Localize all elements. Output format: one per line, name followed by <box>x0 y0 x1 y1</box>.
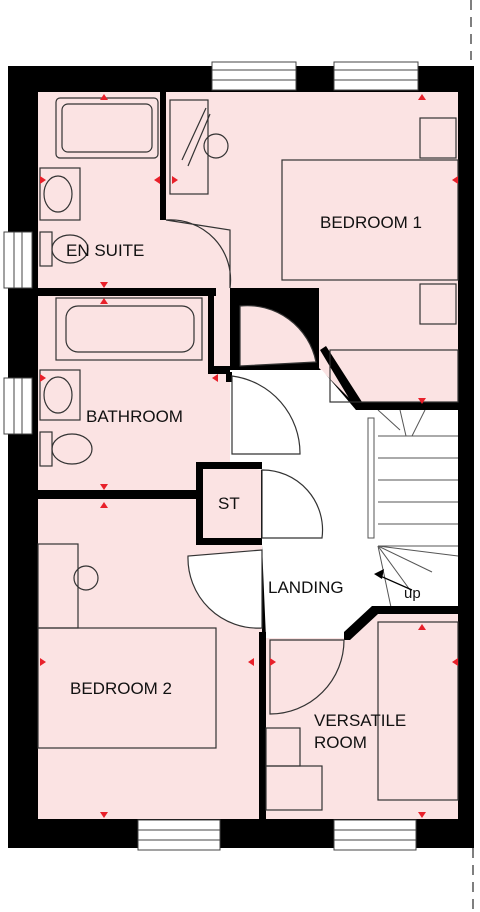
door-ensuite <box>165 219 232 289</box>
door-bedroom2 <box>187 549 263 629</box>
door-bedroom1 <box>239 305 317 367</box>
door-versatile <box>269 639 345 715</box>
label-bedroom1: BEDROOM 1 <box>320 213 422 232</box>
bathroom-bath <box>55 297 203 361</box>
versatile-bed <box>377 621 459 801</box>
label-bedroom2: BEDROOM 2 <box>70 679 172 698</box>
staircase: up <box>367 409 459 613</box>
window-bedroom1-left <box>211 61 297 91</box>
staircase-area <box>370 410 458 612</box>
fixtures <box>37 97 459 811</box>
window-ensuite <box>3 231 33 289</box>
label-versatile-line1: VERSATILE <box>314 711 406 730</box>
label-store: ST <box>218 494 240 513</box>
ensuite-basin <box>39 167 81 221</box>
bedroom1-bed <box>281 159 459 281</box>
stair-up-arrow <box>377 574 413 591</box>
ensuite-fill <box>38 92 166 288</box>
label-ensuite: EN SUITE <box>66 241 144 260</box>
store-fill <box>203 468 261 538</box>
window-bathroom <box>3 377 33 435</box>
ensuite-fill-2 <box>160 190 230 288</box>
bedroom2-bed <box>37 627 217 749</box>
bedroom1-desk <box>169 99 209 195</box>
dimension-markers <box>40 94 458 818</box>
internal-walls <box>38 92 458 819</box>
room-labels: BEDROOM 1 EN SUITE BATHROOM ST LANDING B… <box>66 213 422 752</box>
door-bathroom <box>231 375 301 455</box>
bedroom1-fill <box>166 92 458 405</box>
stair-arrow-head <box>374 569 384 579</box>
window-bedroom2 <box>137 819 221 851</box>
window-bedroom1-right <box>333 61 419 91</box>
stair-direction-label: up <box>404 585 421 602</box>
label-versatile-line2: ROOM <box>314 733 367 752</box>
door-store <box>261 469 324 539</box>
windows <box>3 61 419 851</box>
label-bathroom: BATHROOM <box>86 407 183 426</box>
doors <box>165 219 345 715</box>
label-landing: LANDING <box>268 578 344 597</box>
bathroom-basin <box>39 369 81 421</box>
window-versatile <box>333 819 417 851</box>
ensuite-bath <box>55 97 159 159</box>
bedroom1-wardrobe <box>329 349 459 403</box>
